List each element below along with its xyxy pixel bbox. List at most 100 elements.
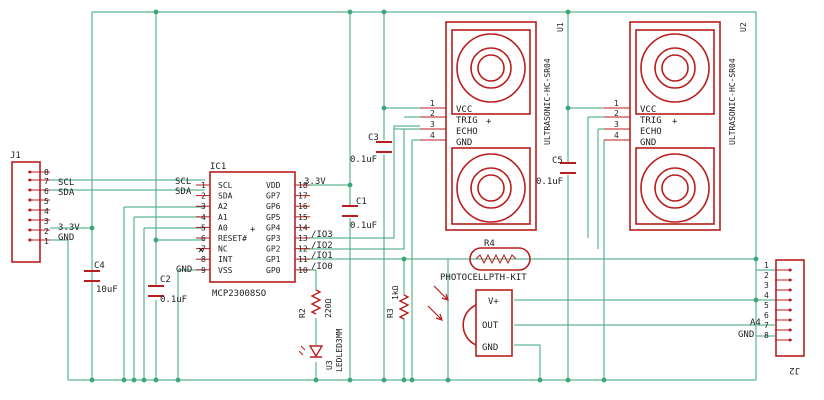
- j2-pin-2: 2: [764, 271, 769, 280]
- ic1-left-pin-num: 2: [201, 192, 206, 201]
- u1-pin-4-name: GND: [456, 138, 472, 148]
- ic1-left-pin-name: SCL: [218, 181, 233, 190]
- u2-ref: U2: [739, 22, 748, 32]
- u2-pin-4-num: 4: [614, 131, 619, 140]
- j1-pin-7: 7: [44, 177, 49, 186]
- ic1-right-pin-name: GP1: [266, 255, 281, 264]
- ic1-net-3v3: 3.3V: [304, 177, 326, 187]
- r2-ref: R2: [298, 308, 307, 318]
- ic1-right-pin-name: GP4: [266, 223, 281, 232]
- c3-ref: C3: [368, 133, 379, 143]
- photocell-r4: R4 PHOTOCELLPTH-KIT: [440, 239, 531, 283]
- j1-pin-1: 1: [44, 237, 49, 246]
- r4-value: PHOTOCELLPTH-KIT: [440, 273, 527, 283]
- capacitor-c5: C5 0.1uF: [536, 156, 576, 187]
- j2-pin-5: 5: [764, 301, 769, 310]
- u1-pin-2-name: TRIG: [456, 116, 478, 126]
- c5-value: 0.1uF: [536, 177, 563, 187]
- ic1-left-pin-name: SDA: [218, 192, 233, 201]
- ic1-right-pin-name: VDD: [266, 181, 281, 190]
- u1-pin-4-num: 4: [430, 131, 435, 140]
- sensor-gnd: GND: [482, 343, 498, 353]
- r4-ref: R4: [484, 239, 495, 249]
- ic1-left-pin-num: 4: [201, 213, 206, 222]
- ic1-left-pin-num: 9: [201, 266, 206, 275]
- c4-value: 10uF: [96, 285, 118, 295]
- capacitor-c4: C4 10uF: [84, 261, 118, 295]
- u2-pin-3-num: 3: [614, 120, 619, 129]
- ic1-left-pin-num: 6: [201, 234, 206, 243]
- ic1-net-io2: /IO2: [311, 241, 333, 251]
- u1-pin-1-name: VCC: [456, 105, 472, 115]
- j1-net-gnd: GND: [58, 233, 74, 243]
- ic1-right-pin-name: GP3: [266, 234, 281, 243]
- ic1-right-pin-num: 13: [298, 234, 308, 243]
- ic1-net-io1: /IO1: [311, 251, 333, 261]
- wires: [50, 11, 775, 381]
- ultrasonic-u1: 1 2 3 4 VCC TRIG ECHO GND + ULTRASONIC-H…: [420, 21, 565, 231]
- c5-ref: C5: [552, 156, 563, 166]
- ic1-origin-mark: +: [250, 225, 256, 235]
- ic1-value: MCP23008SO: [212, 289, 266, 299]
- u1-origin-mark: +: [486, 117, 492, 127]
- nc-mark: [198, 247, 204, 253]
- c3-value: 0.1uF: [350, 155, 377, 165]
- c2-value: 0.1uF: [160, 295, 187, 305]
- connector-j2: 1 2 3 4 5 6 7 8 A4 GND J2: [738, 259, 805, 375]
- ic1-net-io3: /IO3: [311, 230, 333, 240]
- ic1-net-gnd: GND: [176, 265, 192, 275]
- c1-ref: C1: [356, 197, 367, 207]
- u2-pin-2-name: TRIG: [640, 116, 662, 126]
- ic1-left-pin-name: A2: [218, 202, 228, 211]
- ic1-left-pin-num: 1: [201, 181, 206, 190]
- light-sensor-module: V+ OUT GND: [427, 285, 513, 357]
- capacitor-c1: C1 0.1uF: [342, 197, 377, 231]
- ic1-left-pin-name: VSS: [218, 266, 233, 275]
- r2-value: 220Ω: [324, 299, 333, 318]
- j2-pin-1: 1: [764, 261, 769, 270]
- j1-pin-2: 2: [44, 227, 49, 236]
- ic1-right-pin-num: 16: [298, 202, 308, 211]
- sensor-out: OUT: [482, 321, 499, 331]
- ic1-left-pin-num: 3: [201, 202, 206, 211]
- led-u3: U3 LEDLED3MM: [298, 328, 344, 372]
- u2-value: ULTRASONIC-HC-SR04: [728, 58, 737, 145]
- sensor-vplus: V+: [488, 297, 499, 307]
- ic1-ref: IC1: [210, 162, 226, 172]
- ic1-left-pin-name: A1: [218, 213, 228, 222]
- u1-pin-3-name: ECHO: [456, 127, 478, 137]
- j1-pin-5: 5: [44, 197, 49, 206]
- ic1-net-io0: /IO0: [311, 262, 333, 272]
- u1-pin-3-num: 3: [430, 120, 435, 129]
- j1-net-scl: SCL: [58, 178, 74, 188]
- connector-j1: J1 8 7 6 5 4 3 2 1 SCL SDA 3.3V GND: [10, 151, 80, 263]
- u2-pin-3-name: ECHO: [640, 127, 662, 137]
- ic1-left-pin-name: RESET#: [218, 234, 247, 243]
- u1-ref: U1: [556, 22, 565, 32]
- resistor-r3: R3 1kΩ: [386, 285, 410, 320]
- j2-net-gnd: GND: [738, 330, 754, 340]
- j2-pin-4: 4: [764, 291, 769, 300]
- led-ref: U3: [325, 360, 334, 370]
- u1-pin-2-num: 2: [430, 109, 435, 118]
- ic1-right-pin-name: GP6: [266, 202, 281, 211]
- ic1-right-pin-name: GP7: [266, 192, 281, 201]
- j2-pin-6: 6: [764, 311, 769, 320]
- u1-pin-1-num: 1: [430, 99, 435, 108]
- j2-net-a4: A4: [750, 318, 761, 328]
- ic1-right-pin-num: 14: [298, 223, 308, 232]
- ic1-left-pin-name: A0: [218, 223, 228, 232]
- ic1-right-pin-num: 10: [298, 266, 308, 275]
- ultrasonic-u2: 1 2 3 4 VCC TRIG ECHO GND + ULTRASONIC-H…: [604, 21, 748, 231]
- resistor-r2: R2 220Ω: [298, 289, 333, 318]
- j1-pin-8: 8: [44, 168, 49, 177]
- ic1-net-sda: SDA: [175, 187, 192, 197]
- junctions: [89, 9, 759, 383]
- j2-pin-8: 8: [764, 331, 769, 340]
- ic1-left-pin-name: NC: [218, 245, 228, 254]
- capacitor-c3: C3 0.1uF: [350, 133, 392, 165]
- j2-pin-3: 3: [764, 281, 769, 290]
- u1-value: ULTRASONIC-HC-SR04: [543, 58, 552, 145]
